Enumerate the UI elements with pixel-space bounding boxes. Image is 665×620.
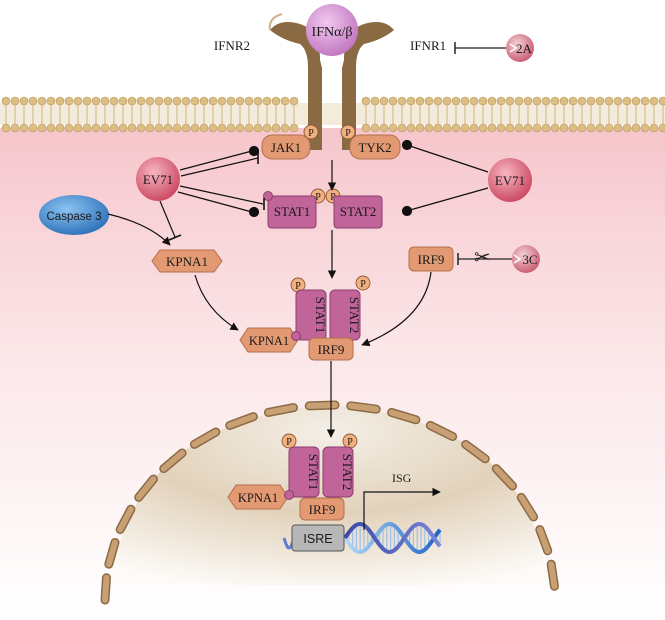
ev71-right-label: EV71 [495, 173, 525, 188]
stat2-top [333, 195, 383, 229]
ev71-left-label: EV71 [143, 172, 173, 187]
ifnr2-receptor [268, 13, 322, 150]
caspase-3 [39, 195, 109, 235]
dna-helix [282, 521, 442, 555]
caspase-3-label: Caspase 3 [47, 211, 102, 223]
jak1 [261, 134, 311, 160]
stat1-top [267, 195, 317, 229]
kpna1-nuc-label: KPNA1 [238, 491, 278, 505]
phosphate-label: P [315, 192, 321, 203]
stat2-mid-label: STAT2 [347, 297, 362, 334]
isre-box [291, 524, 345, 552]
phosphate-label: P [286, 437, 292, 448]
irf9-mid [308, 337, 354, 361]
phosphate-label: P [330, 192, 336, 203]
tyk2-label: TYK2 [358, 140, 391, 155]
arrow-caspase-to-kpna1 [107, 213, 171, 246]
ifnr1-label: IFNR1 [410, 38, 446, 53]
phosphate-badge [355, 275, 371, 291]
phosphate-label: P [295, 281, 301, 292]
protease-3c-label: 3C [522, 252, 537, 267]
kpna1-mid-label: KPNA1 [249, 334, 289, 348]
stat1-top-label: STAT1 [274, 204, 311, 219]
irf9-nuc-label: IRF9 [309, 502, 336, 517]
stat1-nuc-label: STAT1 [306, 454, 321, 491]
ev71-right-inhibitions [401, 139, 489, 217]
phosphate-badge [281, 433, 297, 449]
ifnr1-receptor [342, 22, 394, 150]
ev71-right [488, 158, 532, 202]
stat2-nuc-label: STAT2 [340, 454, 355, 491]
phosphate-label: P [360, 279, 366, 290]
protease-2a-label: 2A [516, 41, 533, 56]
irf9-free-label: IRF9 [418, 252, 445, 267]
ifn-label: IFNα/β [312, 25, 353, 40]
stat-complex-nucleus: STAT1 STAT2 IRF9 KPNA1 [227, 446, 355, 521]
ifnr2-label: IFNR2 [214, 38, 250, 53]
kpna1-cyto [151, 249, 223, 273]
irf9-nuc [299, 497, 345, 521]
irf9-free [408, 246, 454, 272]
phosphate-badge [303, 124, 319, 140]
kpna1-nuc [227, 484, 289, 510]
phosphate-label: P [345, 128, 351, 139]
protease-3c [512, 245, 540, 273]
isre-label: ISRE [303, 532, 332, 546]
protease-2a [506, 34, 534, 62]
ev71-left [136, 157, 180, 201]
phosphate-badge [340, 124, 356, 140]
kpna1-mid [239, 327, 299, 353]
plasma-membrane [0, 96, 665, 136]
isg-label: ISG [392, 471, 412, 485]
phosphate-label: P [308, 128, 314, 139]
ifn-ligand [306, 4, 358, 56]
tyk2 [349, 134, 401, 160]
arrow-irf9-to-complex [361, 271, 432, 347]
isg-arrow [363, 487, 441, 530]
phosphate-label: P [347, 437, 353, 448]
stat2-top-label: STAT2 [340, 204, 377, 219]
ev71-left-inhibitions [159, 145, 265, 241]
kpna1-cyto-label: KPNA1 [166, 254, 208, 269]
jak1-label: JAK1 [271, 140, 301, 155]
stat-complex-cytoplasm: STAT1 STAT2 IRF9 KPNA1 [239, 289, 362, 361]
stat1-mid-label: STAT1 [313, 297, 328, 334]
scissors-icon: ✂ [474, 245, 491, 269]
arrow-kpna1-to-complex [194, 274, 239, 331]
irf9-mid-label: IRF9 [318, 342, 345, 357]
